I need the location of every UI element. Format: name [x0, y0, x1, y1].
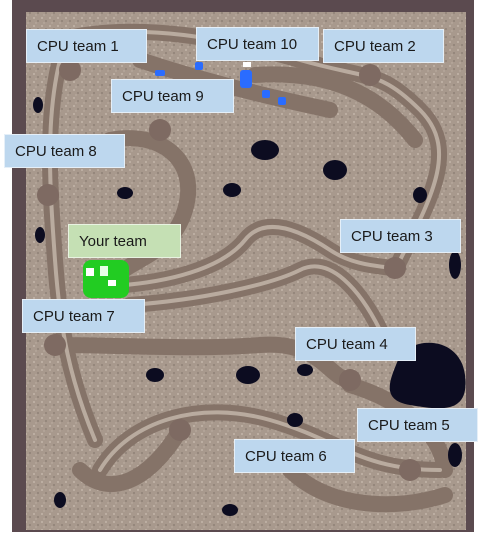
label-cpu-team-5: CPU team 5 [357, 408, 478, 442]
label-cpu-team-7: CPU team 7 [22, 299, 145, 333]
label-your-team: Your team [68, 224, 181, 258]
bases [37, 59, 421, 481]
your-team-marker [83, 260, 129, 298]
label-cpu-team-8: CPU team 8 [4, 134, 125, 168]
label-cpu-team-9: CPU team 9 [111, 79, 234, 113]
road-edges [48, 29, 442, 472]
label-cpu-team-3: CPU team 3 [340, 219, 461, 253]
label-cpu-team-2: CPU team 2 [323, 29, 444, 63]
label-cpu-team-1: CPU team 1 [26, 29, 147, 63]
label-cpu-team-10: CPU team 10 [196, 27, 319, 61]
label-cpu-team-4: CPU team 4 [295, 327, 416, 361]
cpu-unit-markers [155, 62, 286, 105]
label-cpu-team-6: CPU team 6 [234, 439, 355, 473]
